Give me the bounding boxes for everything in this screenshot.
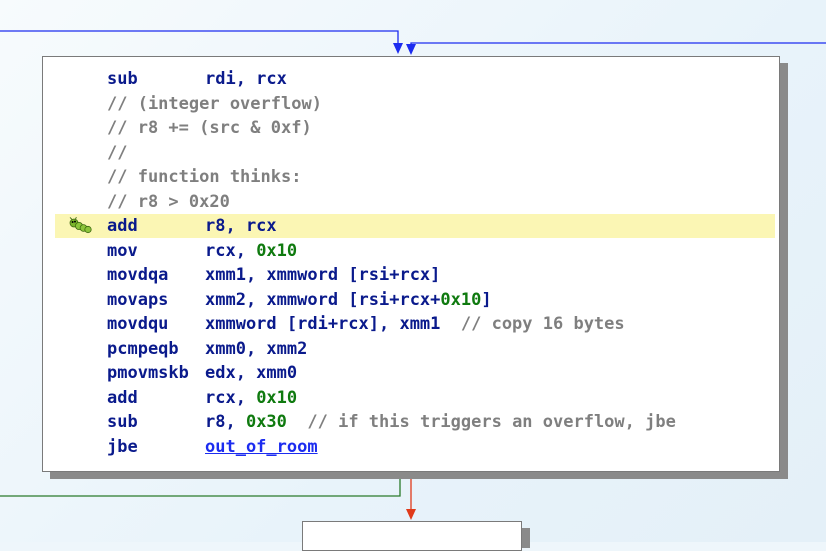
instruction-operands: xmm0, xmm2: [205, 337, 307, 361]
code-comment: //: [107, 142, 128, 163]
operand-number: 0x30: [245, 412, 287, 432]
operand-text: xmm1, xmmword [rsi+rcx]: [205, 265, 441, 285]
inline-comment: // copy 16 bytes: [460, 314, 625, 334]
next-block-node[interactable]: [302, 521, 522, 551]
instruction-operands: out_of_room: [205, 435, 318, 459]
instruction-mnemonic: add: [107, 216, 138, 236]
instruction-line[interactable]: pmovmskb edx, xmm0: [55, 361, 775, 385]
instruction-line[interactable]: add rcx, 0x10: [55, 386, 775, 410]
instruction-line[interactable]: mov rcx, 0x10: [55, 239, 775, 263]
code-block-node[interactable]: sub rdi, rcx // (integer overflow) // r8 +=…: [42, 56, 780, 472]
instruction-line[interactable]: movdqu xmmword [rdi+rcx], xmm1 // copy 16…: [55, 312, 775, 336]
instruction-operands: xmmword [rdi+rcx], xmm1 // copy 16 bytes: [205, 312, 625, 336]
instruction-mnemonic: pcmpeqb: [107, 338, 179, 359]
code-comment-line[interactable]: // function thinks:: [55, 165, 775, 189]
jump-target-label[interactable]: out_of_room: [205, 436, 318, 457]
operand-number: 0x10: [256, 387, 298, 408]
operand-text: rdi, rcx: [205, 69, 287, 89]
outgoing-edge-true-arrowhead: [406, 509, 416, 520]
incoming-edge-arrowhead: [406, 44, 416, 55]
instruction-mnemonic: jbe: [107, 436, 138, 457]
instruction-line[interactable]: sub r8, 0x30 // if this triggers an overf…: [55, 410, 775, 434]
operand-text: edx, xmm0: [205, 363, 298, 383]
instruction-operands: r8, rcx: [205, 214, 277, 238]
bug-icon: [69, 217, 92, 234]
instruction-operands: rdi, rcx: [205, 67, 287, 91]
code-comment-line[interactable]: //: [55, 141, 775, 165]
instruction-line[interactable]: movdqa xmm1, xmmword [rsi+rcx]: [55, 263, 775, 287]
operand-text: rcx,: [205, 387, 257, 408]
instruction-line[interactable]: sub rdi, rcx: [55, 67, 775, 91]
incoming-edge[interactable]: [410, 42, 826, 45]
instruction-mnemonic: sub: [107, 412, 138, 432]
operand-text: rcx,: [205, 240, 257, 261]
code-comment-line[interactable]: // r8 > 0x20: [55, 190, 775, 214]
operand-number: 0x10: [440, 289, 482, 310]
instruction-operands: edx, xmm0: [205, 361, 297, 385]
instruction-mnemonic: pmovmskb: [107, 363, 189, 383]
operand-text: r8,: [205, 412, 246, 432]
instruction-line[interactable]: movaps xmm2, xmmword [rsi+rcx+0x10]: [55, 288, 775, 312]
instruction-mnemonic: movdqu: [107, 314, 169, 334]
outgoing-edge-false[interactable]: [0, 473, 401, 497]
instruction-operands: xmm1, xmmword [rsi+rcx]: [205, 263, 440, 287]
instruction-operands: xmm2, xmmword [rsi+rcx+0x10]: [205, 288, 492, 312]
operand-text: xmm2, xmmword [rsi+rcx+: [205, 289, 441, 310]
instruction-mnemonic: sub: [107, 69, 138, 89]
instruction-line[interactable]: pcmpeqb xmm0, xmm2: [55, 337, 775, 361]
operand-text: xmmword [rdi+rcx], xmm1: [205, 314, 461, 334]
operand-number: 0x10: [256, 240, 298, 261]
operand-text: xmm0, xmm2: [205, 338, 308, 359]
instruction-mnemonic: mov: [107, 240, 138, 261]
instruction-operands: r8, 0x30 // if this triggers an overflow…: [205, 410, 676, 434]
code-comment-line[interactable]: // (integer overflow): [55, 92, 775, 116]
code-comment-line[interactable]: // r8 += (src & 0xf): [55, 116, 775, 140]
incoming-edge-arrowhead: [393, 43, 403, 54]
instruction-operands: rcx, 0x10: [205, 386, 297, 410]
code-comment: // (integer overflow): [107, 93, 322, 114]
code-comment: // r8 += (src & 0xf): [107, 118, 312, 138]
instruction-operands: rcx, 0x10: [205, 239, 297, 263]
code-comment: // r8 > 0x20: [107, 191, 230, 212]
inline-comment: // if this triggers an overflow, jbe: [286, 412, 676, 432]
instruction-line[interactable]: jbe out_of_room: [55, 435, 775, 459]
instruction-mnemonic: movdqa: [107, 265, 169, 285]
operand-text: ]: [481, 289, 492, 310]
instruction-mnemonic: movaps: [107, 289, 169, 310]
operand-text: r8, rcx: [205, 216, 277, 236]
code-comment: // function thinks:: [107, 167, 302, 187]
instruction-mnemonic: add: [107, 387, 138, 408]
incoming-edge[interactable]: [0, 30, 399, 44]
instruction-line[interactable]: add r8, rcx: [55, 214, 775, 238]
